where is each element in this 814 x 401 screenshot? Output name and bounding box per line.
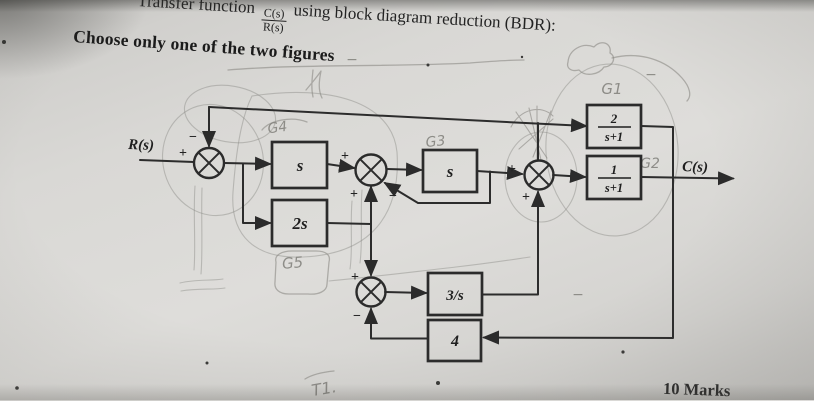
block-3s-label: 3/s — [445, 288, 464, 304]
input-line — [139, 159, 195, 163]
g4-output-line — [326, 158, 356, 173]
block-4-label: 4 — [450, 333, 459, 350]
pencil-label-g3: G3 — [425, 133, 446, 151]
ink-dot — [426, 63, 430, 67]
pencil-top-wavy-line — [227, 59, 525, 71]
marks-label: 10 Marks — [662, 378, 731, 401]
block-g4-rect — [270, 140, 329, 190]
sum4-sign-top: + — [351, 270, 359, 285]
pencil-label-g5: G5 — [281, 253, 304, 273]
ink-dot — [520, 55, 524, 59]
g1-output-to-b4 — [482, 125, 674, 345]
sum3-circle — [523, 159, 555, 191]
ink-dot — [205, 361, 209, 365]
top-feedback-line — [208, 106, 588, 133]
pencil-loop-right-blocks — [545, 63, 679, 237]
ink-dots — [2, 40, 625, 390]
block-g1-numerator: 2 — [610, 111, 618, 126]
sum2-output-line — [386, 162, 423, 177]
ink-dot — [436, 381, 440, 385]
sum4-output-line — [384, 285, 428, 300]
block-g2-numerator: 1 — [611, 162, 618, 177]
pencil-minus-mid: − — [572, 287, 584, 303]
ink-dot — [2, 40, 6, 44]
ink-dot — [15, 386, 19, 390]
g5-output-line — [326, 222, 372, 225]
block-g4-label: s — [296, 156, 304, 175]
summing-junction-3: + + — [508, 159, 555, 205]
block-g1: 2 s+1 — [585, 103, 643, 150]
block-g3-label: s — [446, 162, 454, 181]
output-line — [640, 171, 735, 186]
sum1-output-line — [223, 156, 272, 171]
pencil-arc-over-g4 — [261, 118, 308, 131]
sum4-cross-icon — [359, 280, 383, 304]
sum1-cross-icon — [197, 151, 221, 175]
summing-junction-2: + + − — [341, 149, 397, 204]
sum3-sign-left: + — [508, 162, 516, 177]
summing-junction-4: + − — [351, 270, 387, 324]
summing-junction-1: + − — [179, 130, 226, 180]
branch-to-2s — [242, 162, 272, 230]
block-g3: s — [421, 148, 479, 194]
pencil-label-t1: T1. — [310, 377, 338, 400]
b3s-output-to-sum3 — [481, 190, 545, 296]
sum3-output-line — [552, 169, 587, 184]
pencil-minus-top: − — [346, 52, 358, 68]
sum2-sign-left: + — [341, 149, 349, 164]
block-g3-rect — [421, 148, 479, 194]
sum1-circle — [192, 146, 226, 180]
block-g2-rect — [585, 154, 643, 201]
block-g1-rect — [585, 103, 643, 150]
pencil-curl-cloud — [566, 42, 615, 75]
block-g5-rect — [270, 198, 329, 248]
sum3-sign-bottom: + — [522, 190, 530, 205]
block-g1-denominator: s+1 — [604, 130, 623, 144]
pencil-tail-g5 — [328, 256, 531, 282]
block-3s-rect — [426, 271, 484, 317]
sum3-cross-icon — [527, 163, 551, 187]
pencil-big-arc — [611, 54, 691, 102]
input-signal-label: R(s) — [127, 137, 154, 154]
sum2-circle — [354, 153, 388, 187]
sum4-circle — [355, 276, 387, 308]
pencil-label-g1: G1 — [601, 80, 622, 98]
pencil-squiggle — [305, 69, 323, 99]
pencil-box-g5 — [274, 250, 331, 295]
sum2-sign-feedback: − — [389, 189, 397, 204]
pencil-blob-left-blocks — [232, 91, 398, 258]
ink-dot — [621, 350, 625, 354]
sum2-sign-bottom: + — [350, 187, 358, 202]
block-g4: s — [270, 140, 329, 190]
pencil-left-strokes — [179, 185, 226, 292]
output-signal-label: C(s) — [682, 159, 708, 176]
block-3s: 3/s — [426, 271, 484, 317]
pencil-label-g4: G4 — [267, 119, 289, 138]
g3-output-line — [476, 166, 524, 180]
sum1-sign-top: − — [189, 130, 197, 145]
pencil-annotations: G4 G3 G1 G2 G5 T1. − − − — [161, 42, 691, 400]
sum4-sign-bottom: − — [353, 309, 361, 324]
ink-signal-lines — [139, 106, 735, 345]
pencil-label-g2: G2 — [640, 156, 660, 172]
pencil-tangle-sum3 — [510, 105, 554, 161]
block-g2-denominator: s+1 — [604, 181, 623, 195]
pencil-loop-sum1-a — [161, 103, 265, 217]
pencil-minus-right: − — [645, 67, 657, 83]
sum2-cross-icon — [359, 158, 383, 182]
b4-output-to-sum4 — [364, 307, 429, 340]
block-4: 4 — [426, 318, 483, 363]
pencil-t1-overbar — [304, 370, 335, 380]
sum1-sign-left: + — [179, 146, 187, 161]
block-g5-label: 2s — [291, 214, 308, 233]
block-g5: 2s — [270, 198, 329, 248]
g3-feedback-loop — [383, 170, 491, 204]
block-g2: 1 s+1 — [585, 154, 643, 201]
block-4-rect — [426, 318, 483, 363]
